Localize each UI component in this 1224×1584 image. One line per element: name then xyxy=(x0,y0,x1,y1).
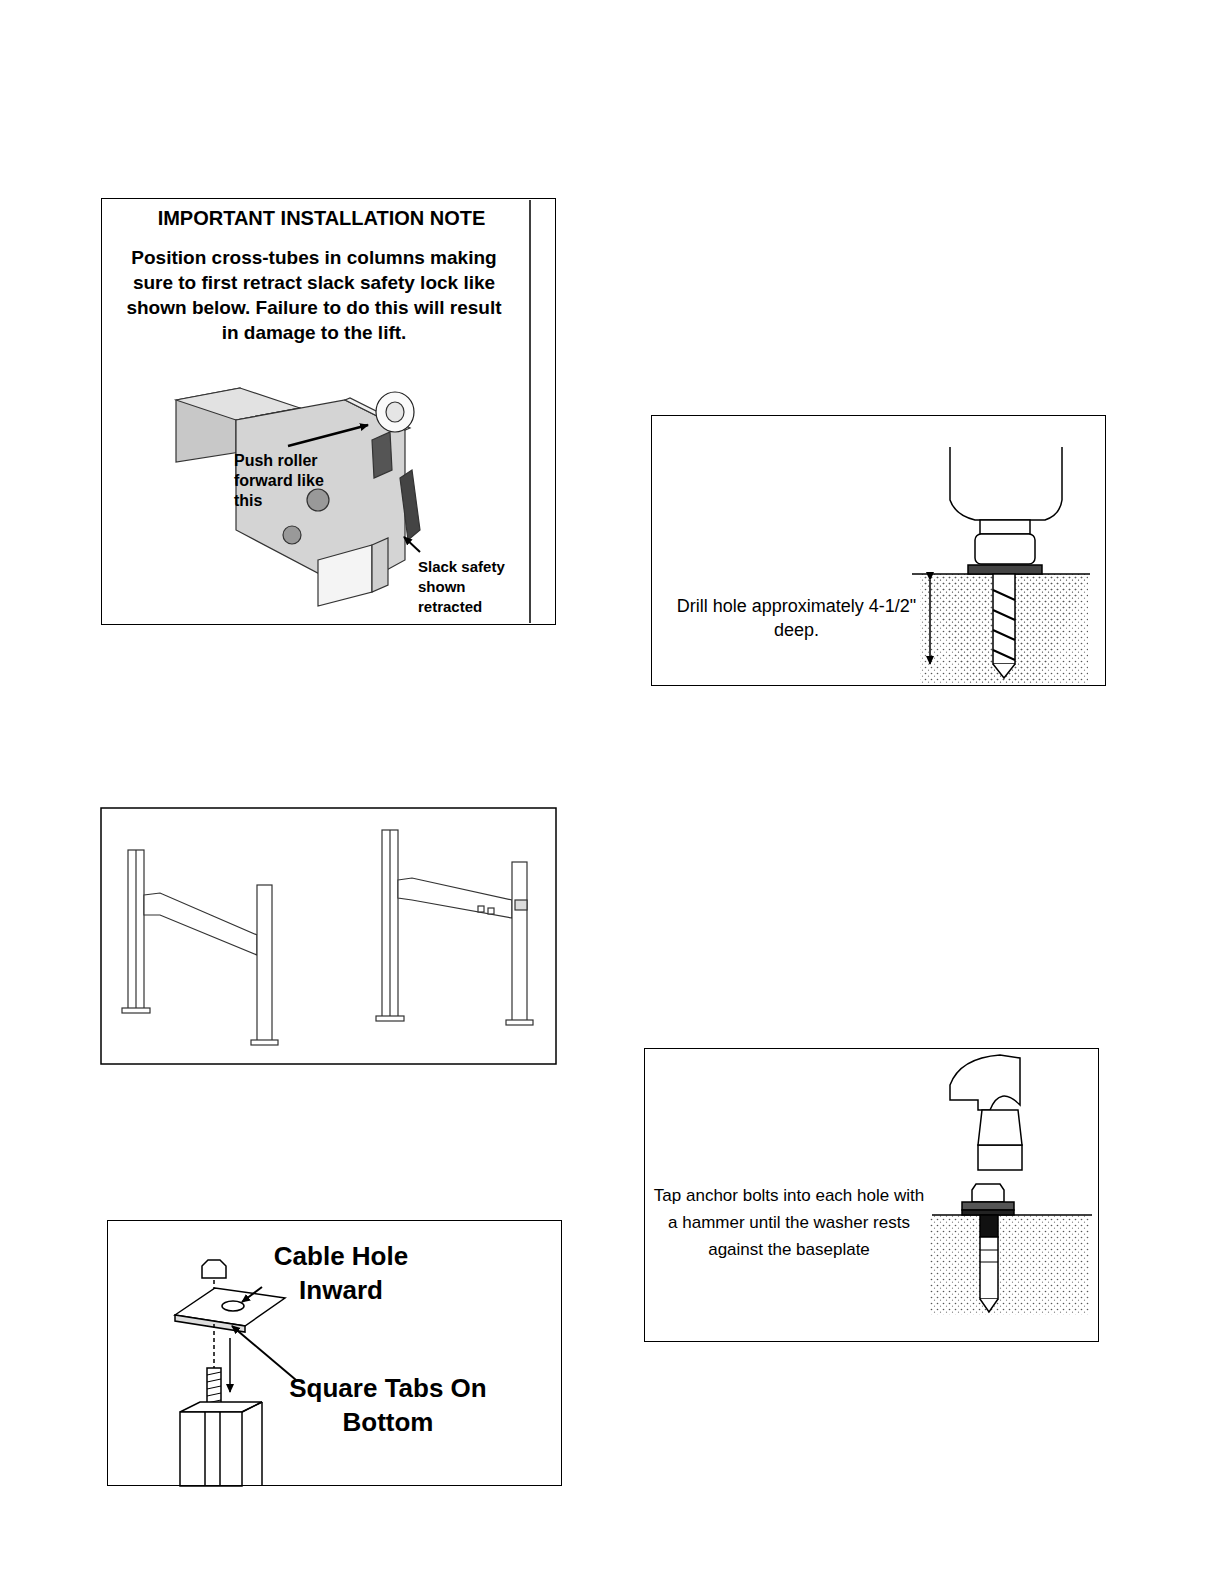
callout-label: Square Tabs On Bottom xyxy=(288,1371,488,1439)
plate-panel: Cable Hole InwardSquare Tabs On Bottom xyxy=(107,1220,562,1486)
drill-drawing xyxy=(912,447,1090,684)
callout-label: Cable Hole Inward xyxy=(256,1239,426,1307)
anchor-panel: Tap anchor bolts into each hole with a h… xyxy=(644,1048,1099,1342)
column-frames xyxy=(122,830,533,1045)
note-heading: IMPORTANT INSTALLATION NOTE xyxy=(114,205,529,231)
callout-label: Push roller forward like this xyxy=(234,451,344,511)
top-plate-drawing xyxy=(175,1260,296,1486)
note-body: Position cross-tubes in columns making s… xyxy=(124,245,504,345)
note-panel: IMPORTANT INSTALLATION NOTE Position cros… xyxy=(101,198,556,625)
callout-label: Slack safety shown retracted xyxy=(418,557,528,617)
drill-panel: Drill hole approximately 4-1/2" deep. xyxy=(651,415,1106,686)
anchor-drawing xyxy=(930,1055,1092,1315)
instruction-text: Tap anchor bolts into each hole with a h… xyxy=(649,1182,929,1263)
instruction-text: Drill hole approximately 4-1/2" deep. xyxy=(664,594,929,642)
panel-border xyxy=(101,808,556,1064)
